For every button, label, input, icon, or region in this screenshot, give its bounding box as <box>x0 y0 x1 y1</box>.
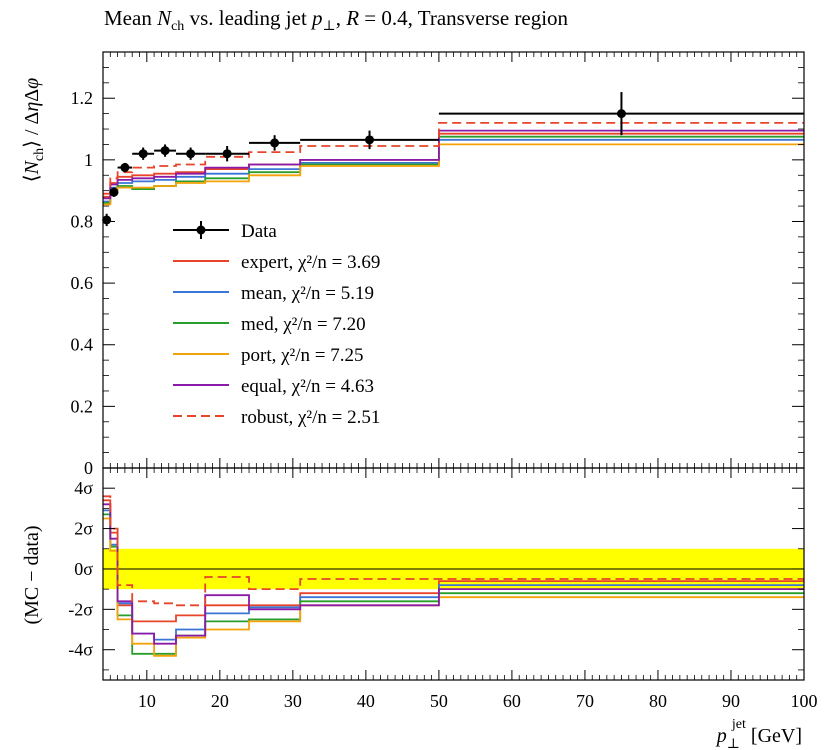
main-series-line-5 <box>103 122 804 195</box>
legend-label-4: equal, χ²/n = 4.63 <box>241 376 374 397</box>
legend-label-5: robust, χ²/n = 2.51 <box>241 407 380 428</box>
x-tick-label-7: 80 <box>649 691 667 711</box>
data-point-6 <box>222 149 232 159</box>
data-point-4 <box>160 146 170 156</box>
data-point-1 <box>109 187 119 197</box>
data-point-3 <box>138 149 148 159</box>
main-series-group <box>103 122 804 206</box>
ratio-y-axis-label: (MC − data) <box>21 525 43 624</box>
legend-label-3: port, χ²/n = 7.25 <box>241 345 363 366</box>
main-series-line-1 <box>103 138 804 203</box>
x-tick-label-9: 100 <box>791 691 818 711</box>
y-tick-label-5: 1 <box>84 150 93 170</box>
ratio-series-line-5 <box>103 495 804 607</box>
y-axis-label: ⟨Nch⟩ / ΔηΔφ <box>21 78 47 182</box>
x-tick-label-8: 90 <box>722 691 740 711</box>
x-tick-label-5: 60 <box>503 691 521 711</box>
x-tick-label-6: 70 <box>576 691 594 711</box>
ratio-y-tick-label-2: 0σ <box>74 559 93 579</box>
ratio-y-tick-label-1: -2σ <box>68 599 93 619</box>
data-point-0 <box>102 215 112 225</box>
legend-label-2: med, χ²/n = 7.20 <box>241 314 366 335</box>
main-series-line-4 <box>103 129 804 200</box>
y-tick-label-2: 0.4 <box>71 335 94 355</box>
y-tick-label-1: 0.2 <box>71 396 94 416</box>
x-tick-label-4: 50 <box>430 691 448 711</box>
legend-label-data: Data <box>241 221 277 242</box>
data-point-9 <box>616 109 626 119</box>
axis-ticks-group: 10 20 30 40 50 60 70 80 90 100 0 0.2 0.4 0.6 0.8 1 1.2 -4… <box>68 52 818 711</box>
y-tick-label-4: 0.8 <box>71 211 94 231</box>
y-tick-label-6: 1.2 <box>71 88 94 108</box>
x-tick-label-1: 20 <box>211 691 229 711</box>
x-axis-label: p⊥jet [GeV] <box>715 717 802 750</box>
x-tick-label-2: 30 <box>284 691 302 711</box>
x-tick-label-0: 10 <box>138 691 156 711</box>
y-tick-label-0: 0 <box>84 458 93 478</box>
legend-data-marker <box>196 225 206 235</box>
data-point-5 <box>186 149 196 159</box>
ratio-y-tick-label-0: -4σ <box>68 640 93 660</box>
ratio-y-tick-label-3: 2σ <box>74 519 93 539</box>
main-series-line-0 <box>103 132 804 198</box>
chart-title: Mean Nch vs. leading jet p⊥, R = 0.4, Tr… <box>104 6 569 35</box>
legend: Data expert, χ²/n = 3.69 mean, χ²/n = 5.19… <box>173 221 380 428</box>
ratio-series-line-0 <box>103 499 804 623</box>
data-point-2 <box>120 163 130 173</box>
legend-label-0: expert, χ²/n = 3.69 <box>241 252 380 273</box>
ratio-series-line-4 <box>103 503 804 645</box>
legend-label-1: mean, χ²/n = 5.19 <box>241 283 374 304</box>
ratio-panel-frame <box>102 467 805 681</box>
data-point-8 <box>365 135 375 145</box>
x-tick-label-3: 40 <box>357 691 375 711</box>
y-tick-label-3: 0.6 <box>71 273 94 293</box>
data-point-7 <box>270 138 280 148</box>
ratio-series-group <box>103 495 804 657</box>
data-points-group <box>102 92 804 227</box>
ratio-y-tick-label-4: 4σ <box>74 478 93 498</box>
